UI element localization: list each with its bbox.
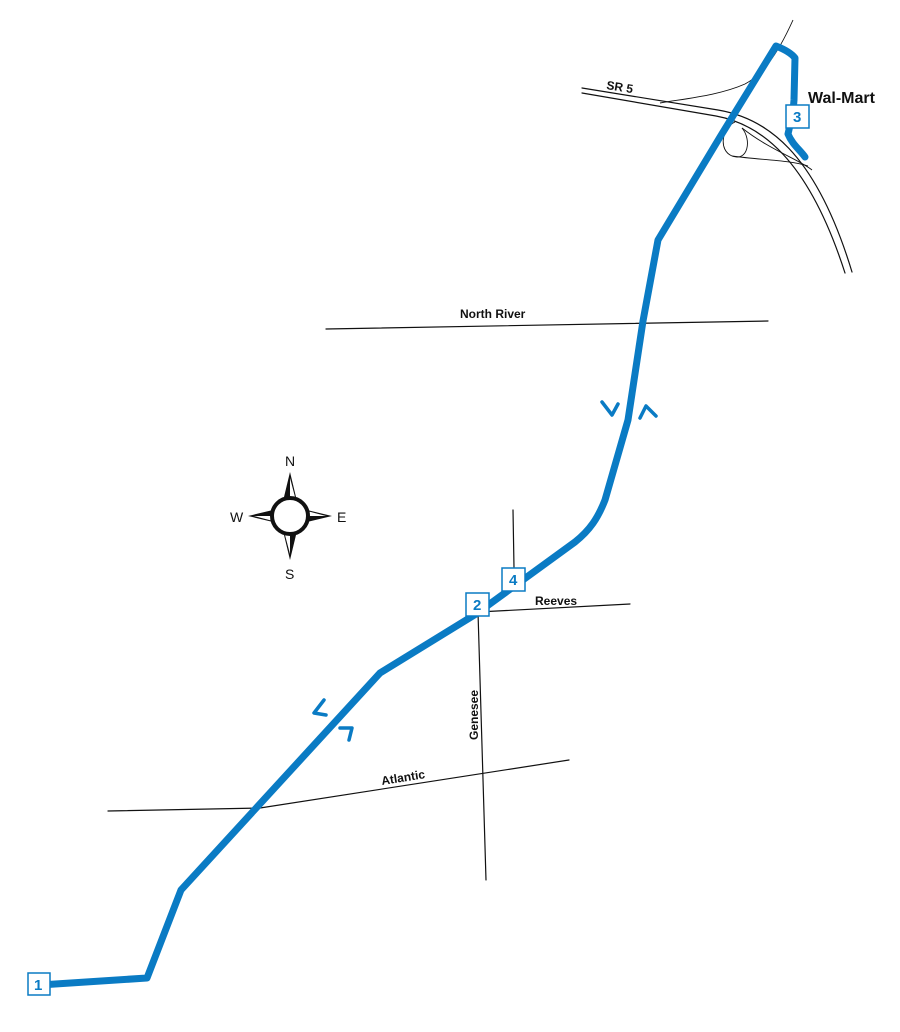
atlantic-label: Atlantic bbox=[380, 767, 426, 788]
stop-marker-3[interactable]: 3 bbox=[785, 104, 810, 129]
compass-s-label: S bbox=[285, 566, 294, 582]
interchange-ramp bbox=[731, 155, 809, 167]
sr5-label: SR 5 bbox=[606, 78, 635, 96]
southbound-arrow-lower bbox=[312, 698, 328, 717]
interchange-ramp bbox=[659, 83, 746, 104]
stop-marker-4[interactable]: 4 bbox=[501, 567, 526, 592]
southbound-arrow-upper bbox=[600, 400, 620, 417]
stop-number: 4 bbox=[509, 572, 518, 589]
north-river-road bbox=[325, 320, 769, 330]
stop-marker-2[interactable]: 2 bbox=[465, 592, 490, 617]
stop-number: 2 bbox=[473, 597, 481, 614]
route-line bbox=[36, 42, 809, 989]
northbound-arrow-lower bbox=[338, 726, 354, 742]
compass-rose: N S W E bbox=[230, 453, 346, 582]
compass-w-label: W bbox=[230, 509, 244, 525]
bus-route bbox=[36, 42, 809, 989]
reeves-label: Reeves bbox=[535, 594, 577, 608]
compass-ring bbox=[270, 496, 310, 536]
stop-number: 3 bbox=[793, 109, 801, 126]
northbound-arrow-upper bbox=[638, 404, 658, 420]
direction-arrows bbox=[312, 400, 658, 742]
walmart-label: Wal-Mart bbox=[808, 90, 876, 107]
interchange-ramp bbox=[741, 127, 813, 171]
sr5-road-parallel bbox=[581, 92, 846, 274]
roads bbox=[107, 19, 853, 881]
reeves-road bbox=[477, 603, 631, 613]
stop-marker-1[interactable]: 1 bbox=[27, 972, 51, 996]
genesee-road bbox=[477, 611, 487, 881]
atlantic-road bbox=[107, 759, 570, 812]
genesee-label: Genesee bbox=[467, 690, 481, 740]
north-river-label: North River bbox=[460, 307, 526, 321]
compass-n-label: N bbox=[285, 453, 295, 469]
genesee-road-north bbox=[512, 509, 515, 569]
stop-number: 1 bbox=[34, 977, 42, 994]
compass-e-label: E bbox=[337, 509, 346, 525]
sr5-road bbox=[581, 87, 853, 273]
